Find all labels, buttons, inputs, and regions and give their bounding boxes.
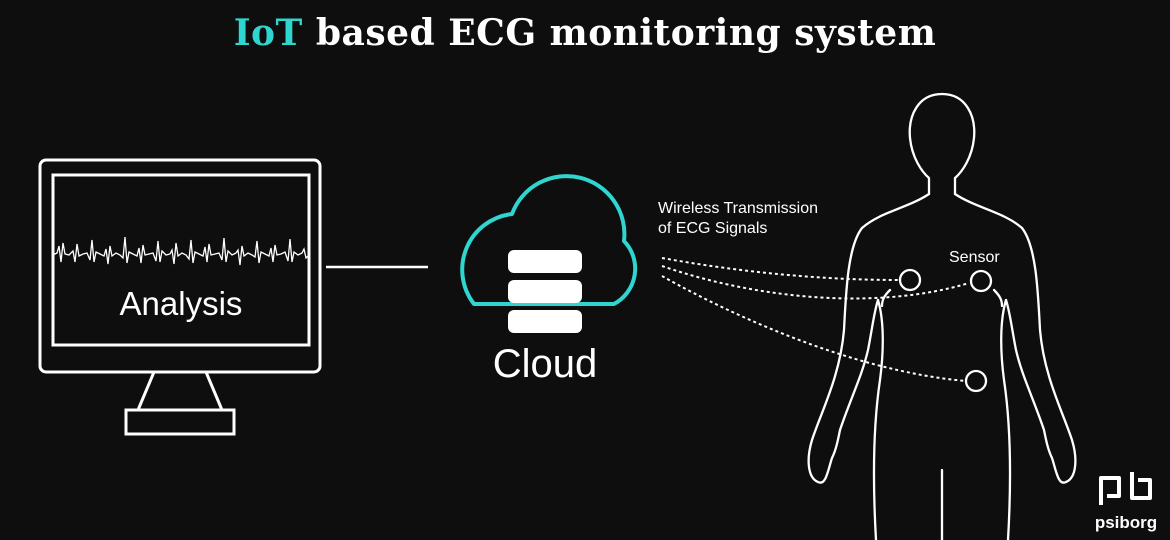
cloud-label: Cloud [493, 342, 598, 386]
transmission-label-line1: Wireless Transmission [658, 200, 818, 217]
title-rest: based ECG monitoring system [302, 12, 937, 54]
monitor-label: Analysis [120, 285, 243, 322]
title-accent: IoT [233, 12, 303, 54]
sensor-chest-left [898, 268, 922, 292]
transmission-label-line2: of ECG Signals [658, 220, 767, 237]
logo-text: psiborg [1095, 513, 1157, 532]
server-stack-icon [508, 250, 582, 333]
sensor-label: Sensor [949, 249, 1000, 266]
ecg-waveform [52, 236, 310, 266]
wireless-signal-lines [661, 257, 970, 382]
page-title: IoT based ECG monitoring system [0, 12, 1170, 54]
sensor-chest-right [969, 269, 993, 293]
psiborg-logo: psiborg [1095, 472, 1157, 532]
cloud-icon [460, 174, 638, 306]
monitor-icon: Analysis [38, 158, 322, 436]
human-body-icon [807, 92, 1077, 540]
sensor-abdomen [964, 369, 988, 393]
